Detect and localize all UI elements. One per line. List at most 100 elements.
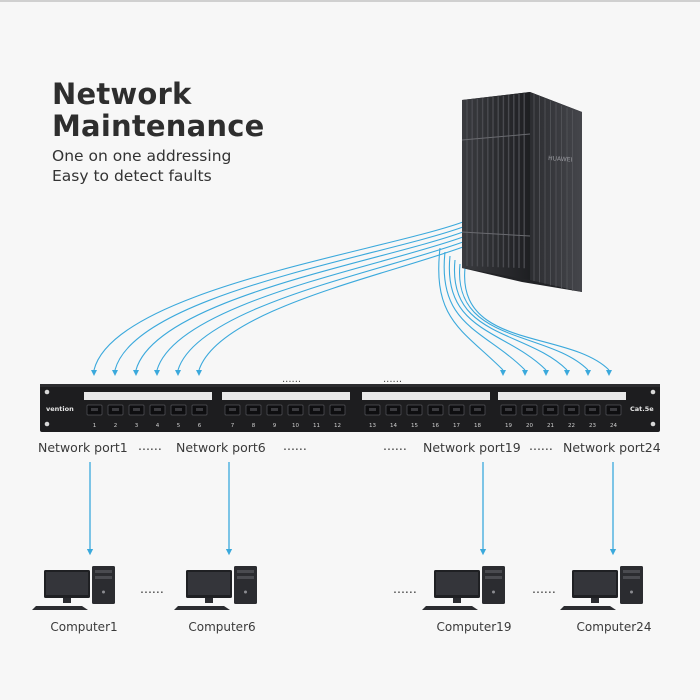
computer-icon xyxy=(32,566,115,610)
mount-hole xyxy=(44,389,50,395)
panel-brand-logo: vention xyxy=(46,405,74,413)
port-number: 21 xyxy=(547,423,554,429)
port-number: 12 xyxy=(334,423,341,429)
label-strip xyxy=(84,392,212,400)
panel-gap-dots: ...... xyxy=(282,374,301,385)
pc-tower xyxy=(92,566,115,604)
page-subtitle: One on one addressing Easy to detect fau… xyxy=(52,146,231,186)
cable xyxy=(93,221,464,371)
pc-tower xyxy=(234,566,257,604)
cable xyxy=(453,259,568,371)
cable-bundle xyxy=(91,221,612,376)
port-number: 7 xyxy=(231,423,235,429)
cable-arrowhead xyxy=(112,370,118,376)
port-label-19: Network port19 xyxy=(423,440,521,455)
separator-dots: ...... xyxy=(532,581,556,596)
computers xyxy=(32,566,643,610)
pc-keyboard xyxy=(174,606,230,610)
cable-arrowhead xyxy=(564,370,570,376)
cable-arrowhead xyxy=(154,370,160,376)
cable-arrowhead xyxy=(606,370,612,376)
port-number: 24 xyxy=(610,423,617,429)
port-number: 19 xyxy=(505,423,512,429)
label-strip xyxy=(362,392,490,400)
cable xyxy=(464,267,610,371)
cable xyxy=(459,263,589,371)
cable xyxy=(443,251,526,371)
pc-keyboard xyxy=(422,606,478,610)
page-title: Network Maintenance xyxy=(52,77,265,143)
computer-label-1: Computer1 xyxy=(50,620,118,634)
separator-dots: ...... xyxy=(140,581,164,596)
port-number: 13 xyxy=(369,423,376,429)
port-number: 4 xyxy=(156,423,160,429)
computer-icon xyxy=(422,566,505,610)
panel-category-label: Cat.5e xyxy=(630,405,654,413)
port-number: 22 xyxy=(568,423,575,429)
separator-dots: ...... xyxy=(383,438,407,453)
port-number: 20 xyxy=(526,423,533,429)
port-number: 18 xyxy=(474,423,481,429)
pc-tower xyxy=(482,566,505,604)
computer-label-19: Computer19 xyxy=(436,620,512,634)
port-number: 15 xyxy=(411,423,418,429)
cable-arrowhead xyxy=(522,370,528,376)
port-number: 8 xyxy=(252,423,256,429)
mount-hole xyxy=(650,421,656,427)
port-number: 6 xyxy=(198,423,202,429)
label-strip xyxy=(498,392,626,400)
port-number: 16 xyxy=(432,423,439,429)
pc-keyboard xyxy=(32,606,88,610)
separator-dots: ...... xyxy=(283,438,307,453)
port-number: 9 xyxy=(273,423,277,429)
cable xyxy=(438,247,504,371)
cable-arrowhead xyxy=(585,370,591,376)
panel-gap-dots: ...... xyxy=(383,374,402,385)
cable xyxy=(177,241,464,371)
port-number: 14 xyxy=(390,423,397,429)
port-number: 5 xyxy=(177,423,181,429)
server-brand-logo: HUAWEI xyxy=(548,155,573,164)
cable xyxy=(198,246,464,371)
label-strip xyxy=(222,392,350,400)
subtitle-line: Easy to detect faults xyxy=(52,167,212,185)
port-number: 2 xyxy=(114,423,118,429)
pc-tower xyxy=(620,566,643,604)
cable-arrowhead xyxy=(543,370,549,376)
port-number: 3 xyxy=(135,423,139,429)
port-number: 17 xyxy=(453,423,460,429)
cable xyxy=(156,236,464,371)
cable xyxy=(135,231,464,371)
port-number: 23 xyxy=(589,423,596,429)
pc-keyboard xyxy=(560,606,616,610)
cable-arrowhead xyxy=(175,370,181,376)
port-label-1: Network port1 xyxy=(38,440,128,455)
separator-dots: ...... xyxy=(393,581,417,596)
cable-arrowhead xyxy=(500,370,506,376)
mount-hole xyxy=(44,421,50,427)
port-label-24: Network port24 xyxy=(563,440,661,455)
mount-hole xyxy=(650,389,656,395)
separator-dots: ...... xyxy=(529,438,553,453)
server-cooling-fins xyxy=(466,93,573,291)
cable xyxy=(114,226,464,371)
port-number: 10 xyxy=(292,423,299,429)
server-tower: HUAWEI xyxy=(461,92,582,292)
cable-arrowhead xyxy=(91,370,97,376)
port-label-6: Network port6 xyxy=(176,440,266,455)
port-number: 1 xyxy=(93,423,97,429)
cable xyxy=(448,255,547,371)
computer-icon xyxy=(560,566,643,610)
separator-dots: ...... xyxy=(138,438,162,453)
computer-icon xyxy=(174,566,257,610)
subtitle-line: One on one addressing xyxy=(52,147,232,165)
computer-label-24: Computer24 xyxy=(576,620,652,634)
port-to-computer-links xyxy=(86,462,617,556)
port-number: 11 xyxy=(313,423,320,429)
computer-label-6: Computer6 xyxy=(188,620,256,634)
cable-arrowhead xyxy=(196,370,202,376)
cable-arrowhead xyxy=(133,370,139,376)
